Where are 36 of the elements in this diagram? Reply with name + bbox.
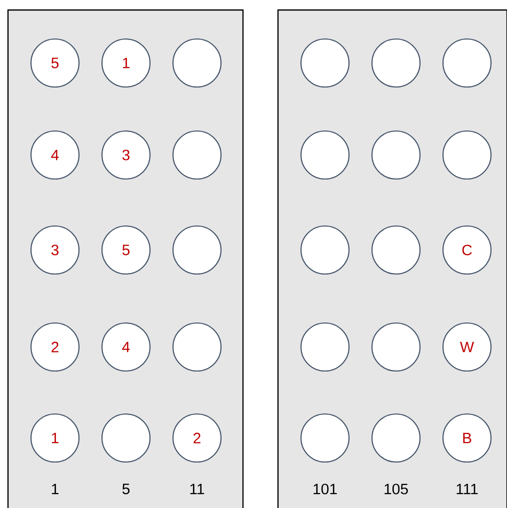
empty-circle xyxy=(300,38,350,88)
empty-circle xyxy=(300,130,350,180)
circle-label: B xyxy=(442,413,492,463)
empty-circle xyxy=(172,130,222,180)
circle-label: 2 xyxy=(30,322,80,372)
empty-circle xyxy=(300,413,350,463)
empty-circle xyxy=(442,130,492,180)
column-number: 111 xyxy=(456,484,478,494)
circle-label: 3 xyxy=(30,225,80,275)
column-number: 1 xyxy=(52,484,58,494)
empty-circle xyxy=(300,322,350,372)
column-number: 11 xyxy=(190,484,204,494)
circle-label: 4 xyxy=(30,130,80,180)
circle-label: 3 xyxy=(101,130,151,180)
circle-label: 4 xyxy=(101,322,151,372)
circle-label: W xyxy=(442,322,492,372)
circle-label: 5 xyxy=(30,38,80,88)
empty-circle xyxy=(371,225,421,275)
circle-label: 1 xyxy=(101,38,151,88)
column-number: 5 xyxy=(122,484,130,494)
empty-circle xyxy=(371,413,421,463)
empty-circle xyxy=(172,38,222,88)
empty-circle xyxy=(371,322,421,372)
column-number: 105 xyxy=(384,484,408,494)
circle-label: C xyxy=(442,225,492,275)
empty-circle xyxy=(442,38,492,88)
column-number: 101 xyxy=(314,484,337,494)
empty-circle xyxy=(371,130,421,180)
empty-circle xyxy=(300,225,350,275)
empty-circle xyxy=(101,413,151,463)
circle-label: 5 xyxy=(101,225,151,275)
circle-label: 1 xyxy=(30,413,80,463)
circle-label: 2 xyxy=(172,413,222,463)
empty-circle xyxy=(172,225,222,275)
empty-circle xyxy=(172,322,222,372)
empty-circle xyxy=(371,38,421,88)
